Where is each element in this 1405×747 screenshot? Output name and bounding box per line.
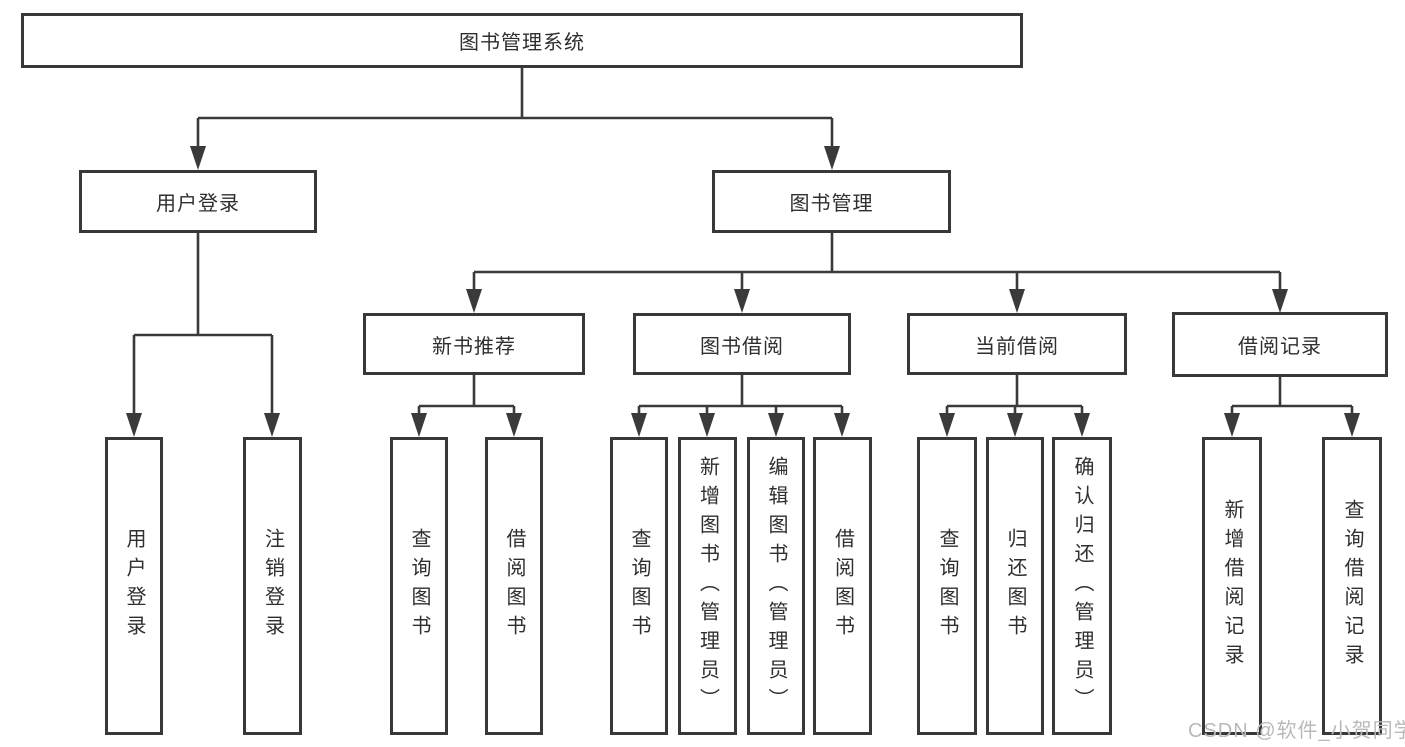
leaf-user-login: 用户登录 (105, 437, 163, 735)
leaf-query-books-recommend: 查询图书 (390, 437, 448, 735)
leaf-query-books-borrow: 查询图书 (610, 437, 668, 735)
node-label: 确认归还（管理员） (1071, 455, 1093, 717)
arrow-down-icon (631, 413, 647, 437)
arrow-down-icon (699, 413, 715, 437)
leaf-query-borrow-record: 查询借阅记录 (1322, 437, 1382, 735)
arrow-down-icon (834, 413, 850, 437)
arrowheads (126, 146, 1360, 437)
arrow-down-icon (1074, 413, 1090, 437)
arrow-down-icon (1344, 413, 1360, 437)
arrow-down-icon (126, 413, 142, 437)
arrow-down-icon (190, 146, 206, 170)
arrow-down-icon (1224, 413, 1240, 437)
arrow-down-icon (939, 413, 955, 437)
node-label: 用户登录 (123, 528, 145, 644)
node-label: 借阅记录 (1238, 336, 1322, 358)
node-label: 新增图书（管理员） (696, 455, 719, 717)
leaf-add-borrow-record: 新增借阅记录 (1202, 437, 1262, 735)
node-label: 注销登录 (261, 528, 284, 644)
arrow-down-icon (506, 413, 522, 437)
node-label: 图书管理系统 (459, 32, 585, 54)
leaf-return-book: 归还图书 (986, 437, 1044, 735)
node-book-management: 图书管理 (712, 170, 951, 233)
arrow-down-icon (411, 413, 427, 437)
node-label: 查询借阅记录 (1341, 499, 1363, 673)
arrow-down-icon (1007, 413, 1023, 437)
arrow-down-icon (1009, 289, 1025, 313)
watermark-text: CSDN @软件_小贺同学 (1188, 720, 1405, 742)
node-label: 新增借阅记录 (1221, 499, 1243, 673)
node-label: 查询图书 (408, 528, 430, 644)
node-label: 借阅图书 (503, 528, 525, 644)
node-current-borrow: 当前借阅 (907, 313, 1127, 375)
arrow-down-icon (264, 413, 280, 437)
node-book-borrow: 图书借阅 (633, 313, 851, 375)
edge-lines (132, 68, 1354, 431)
node-label: 图书管理 (789, 193, 874, 215)
leaf-query-books-current: 查询图书 (917, 437, 977, 735)
node-label: 用户登录 (156, 193, 240, 215)
leaf-borrow-books: 借阅图书 (813, 437, 872, 735)
node-label: 编辑图书（管理员） (765, 455, 787, 717)
leaf-confirm-return-admin: 确认归还（管理员） (1052, 437, 1112, 735)
node-borrow-records: 借阅记录 (1172, 312, 1388, 377)
node-label: 归还图书 (1004, 528, 1026, 644)
node-label: 查询图书 (936, 528, 958, 644)
arrow-down-icon (734, 289, 750, 313)
leaf-borrow-books-recommend: 借阅图书 (485, 437, 543, 735)
node-library-system: 图书管理系统 (21, 13, 1023, 68)
node-new-book-recommend: 新书推荐 (363, 313, 585, 375)
leaf-add-book-admin: 新增图书（管理员） (678, 437, 737, 735)
node-label: 新书推荐 (432, 335, 516, 358)
arrow-down-icon (768, 413, 784, 437)
node-label: 图书借阅 (700, 335, 784, 358)
node-user-login: 用户登录 (79, 170, 317, 233)
node-label: 借阅图书 (831, 528, 854, 644)
arrow-down-icon (466, 289, 482, 313)
arrow-down-icon (824, 146, 840, 170)
leaf-edit-book-admin: 编辑图书（管理员） (747, 437, 805, 735)
node-label: 查询图书 (628, 528, 650, 644)
arrow-down-icon (1272, 289, 1288, 313)
node-label: 当前借阅 (975, 335, 1059, 358)
leaf-logout: 注销登录 (243, 437, 302, 735)
